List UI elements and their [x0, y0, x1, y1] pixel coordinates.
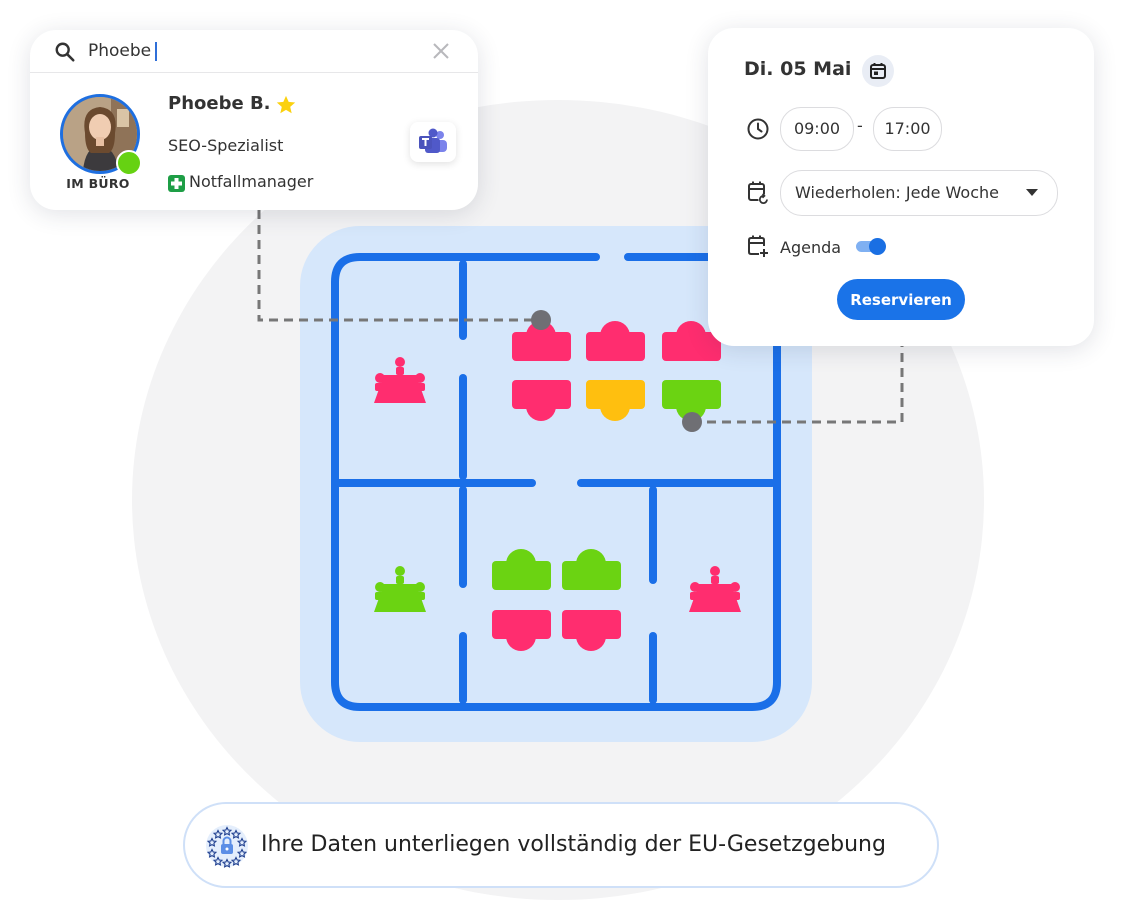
- teams-chat-button[interactable]: [410, 122, 456, 162]
- repeat-select-value: Wiederholen: Jede Woche: [795, 183, 999, 202]
- search-bar: [30, 30, 478, 73]
- text-cursor: [155, 42, 157, 61]
- desk-8[interactable]: [562, 549, 621, 590]
- meeting-room-2[interactable]: [374, 566, 426, 612]
- search-input[interactable]: [88, 38, 408, 64]
- meeting-room-1[interactable]: [374, 357, 426, 403]
- booking-card: Di. 05 Mai 09:00 - 17:00 Wiederholen: Je…: [708, 28, 1094, 346]
- search-icon: [55, 42, 75, 62]
- agenda-label: Agenda: [780, 238, 842, 257]
- calendar-icon: [870, 63, 886, 79]
- close-icon[interactable]: [432, 42, 450, 60]
- desk-10[interactable]: [562, 610, 621, 651]
- time-separator: -: [857, 116, 863, 135]
- clock-icon: [747, 118, 769, 140]
- booked-desk-marker: [682, 412, 702, 432]
- toggle-knob: [869, 238, 886, 255]
- star-icon[interactable]: [275, 94, 297, 116]
- location-status: IM BÜRO: [66, 176, 130, 191]
- eu-notice-banner: Ihre Daten unterliegen vollständig der E…: [183, 802, 939, 888]
- desk-4[interactable]: [512, 380, 571, 421]
- presence-indicator: [116, 150, 142, 176]
- role-badge-label: Notfallmanager: [189, 172, 314, 191]
- calendar-add-icon: [748, 235, 768, 257]
- meeting-room-3[interactable]: [689, 566, 741, 612]
- teams-icon: [419, 128, 447, 153]
- connector-person: [257, 210, 541, 322]
- agenda-toggle[interactable]: [856, 238, 886, 255]
- person-name[interactable]: Phoebe B.: [168, 93, 271, 114]
- connector-booking: [692, 346, 904, 424]
- desk-2[interactable]: [586, 321, 645, 361]
- start-time-field[interactable]: 09:00: [780, 107, 854, 151]
- desk-6[interactable]: [662, 380, 721, 421]
- chevron-down-icon: [1026, 189, 1038, 196]
- end-time-field[interactable]: 17:00: [873, 107, 942, 151]
- eu-stars-lock-icon: [206, 825, 248, 868]
- selected-desk-marker: [531, 310, 551, 330]
- person-role: SEO-Spezialist: [168, 136, 284, 155]
- desk-3[interactable]: [662, 321, 721, 361]
- walls: [331, 253, 781, 711]
- reserve-button[interactable]: Reservieren: [837, 279, 965, 320]
- booking-date: Di. 05 Mai: [744, 58, 852, 80]
- desk-9[interactable]: [492, 610, 551, 651]
- person-search-card: IM BÜRO Phoebe B. SEO-Spezialist Notfall…: [30, 30, 478, 210]
- eu-notice-text: Ihre Daten unterliegen vollständig der E…: [261, 832, 886, 857]
- desk-7[interactable]: [492, 549, 551, 590]
- desk-1[interactable]: [512, 321, 571, 361]
- desk-5[interactable]: [586, 380, 645, 421]
- calendar-repeat-icon: [748, 181, 769, 205]
- repeat-select[interactable]: Wiederholen: Jede Woche: [780, 170, 1058, 216]
- date-picker-button[interactable]: [862, 55, 894, 87]
- first-aid-cross-icon: [168, 175, 185, 192]
